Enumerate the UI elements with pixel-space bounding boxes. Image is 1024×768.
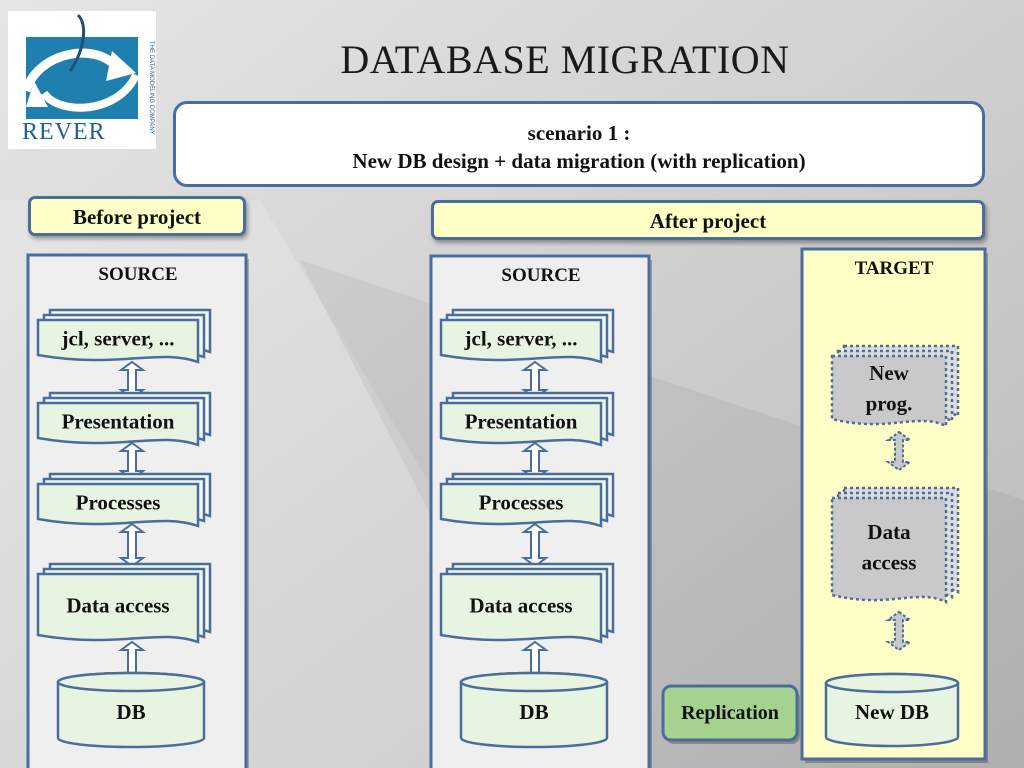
layer-label: New <box>869 361 909 385</box>
after-source-layer-processes: Processes <box>439 472 615 528</box>
logo-tagline: THE DATA MODELING COMPANY <box>148 41 154 135</box>
layer-label: Data access <box>66 593 169 617</box>
layer-label: Data <box>867 520 911 544</box>
layer-label: jcl, server, ... <box>61 326 175 350</box>
logo-wordmark: REVER <box>22 119 106 145</box>
before-source-layer-jcl: jcl, server, ... <box>36 308 212 364</box>
after-source-db: DB <box>459 671 609 749</box>
doc-page <box>439 401 603 447</box>
layer-label: Processes <box>76 490 161 514</box>
target-layer-data-access: Data access <box>830 486 960 605</box>
layer-label: Presentation <box>62 409 175 433</box>
after-source-layer-jcl: jcl, server, ... <box>439 308 615 364</box>
db-label: New DB <box>855 700 929 724</box>
layer-label: access <box>862 551 917 575</box>
replication-box: Replication <box>661 684 800 744</box>
target-layer-new-prog: New prog. <box>830 344 960 429</box>
target-arrow-2 <box>884 610 914 652</box>
layer-label: jcl, server, ... <box>464 326 578 350</box>
logo-graphic: REVER THE DATA MODELING COMPANY <box>21 13 154 145</box>
scenario-label: scenario 1 : <box>527 121 631 145</box>
layer-label: Processes <box>479 490 564 514</box>
layer-label: Data access <box>469 593 572 617</box>
replication-rect <box>661 684 799 742</box>
doc-page <box>439 318 603 364</box>
scenario-box: scenario 1 : New DB design + data migrat… <box>173 101 985 187</box>
doc-page <box>36 318 200 364</box>
target-panel-title: TARGET <box>855 258 934 279</box>
layer-label: prog. <box>866 392 913 416</box>
doc-page <box>439 572 603 644</box>
db-top <box>56 671 206 693</box>
layer-label: Presentation <box>465 409 578 433</box>
before-source-layer-presentation: Presentation <box>36 391 212 447</box>
doc-page <box>830 354 948 429</box>
target-new-db: New DB <box>824 672 960 748</box>
target-arrow-1 <box>884 430 914 472</box>
db-label: DB <box>519 700 548 724</box>
doc-page <box>36 572 200 644</box>
db-top <box>459 671 609 693</box>
doc-page <box>830 496 948 605</box>
before-source-layer-data-access: Data access <box>36 562 212 644</box>
before-source-layer-processes: Processes <box>36 472 212 528</box>
after-source-layer-data-access: Data access <box>439 562 615 644</box>
after-source-layer-presentation: Presentation <box>439 391 615 447</box>
before-project-header: Before project <box>28 196 246 236</box>
db-top <box>824 672 960 694</box>
doc-page <box>439 482 603 528</box>
after-project-header: After project <box>431 200 985 240</box>
before-source-db: DB <box>56 671 206 749</box>
doc-page <box>36 482 200 528</box>
scenario-description: New DB design + data migration (with rep… <box>352 149 806 173</box>
rever-logo: REVER THE DATA MODELING COMPANY <box>8 11 156 149</box>
db-label: DB <box>116 700 145 724</box>
before-source-panel-title: SOURCE <box>98 264 177 285</box>
after-source-panel-title: SOURCE <box>501 265 580 286</box>
page-title: DATABASE MIGRATION <box>340 37 790 82</box>
replication-label: Replication <box>681 702 779 724</box>
doc-page <box>36 401 200 447</box>
